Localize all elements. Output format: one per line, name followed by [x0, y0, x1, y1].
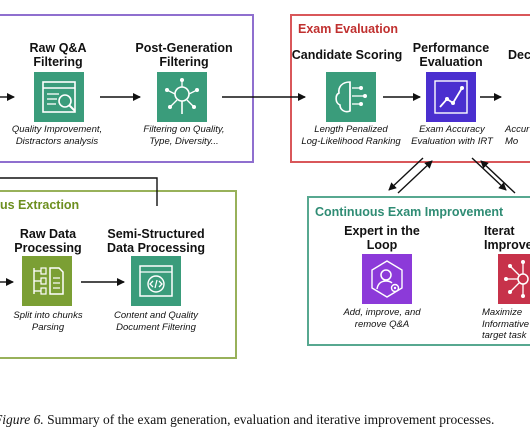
network-hub-icon	[498, 254, 530, 304]
raw-data-description: Split into chunks Parsing	[13, 310, 83, 333]
raw-qa-title: Raw Q&A Filtering	[29, 41, 87, 69]
post-gen-description: Filtering on Quality, Type, Diversity...	[143, 124, 225, 147]
raw-data-title: Raw Data Processing	[14, 227, 82, 255]
arrow-performance-to-iterative	[471, 157, 507, 191]
extraction-title: us Extraction	[0, 198, 80, 212]
generation-panel	[0, 14, 254, 163]
figure-label: Figure 6.	[0, 412, 44, 427]
semi-structured-description: Content and Quality Document Filtering	[114, 310, 198, 333]
raw-qa-description: Quality Improvement, Distractors analysi…	[11, 124, 103, 147]
candidate-scoring-description: Length Penalized Log-Likelihood Ranking	[301, 124, 401, 147]
decision-title: Deci	[508, 48, 530, 62]
candidate-scoring-title: Candidate Scoring	[291, 48, 403, 62]
code-window-icon	[131, 256, 181, 306]
arrow-expert-to-performance	[397, 160, 433, 194]
extraction-panel: us Extraction	[0, 190, 237, 359]
performance-evaluation-description: Exam Accuracy Evaluation with IRT	[411, 124, 493, 147]
improvement-title: Continuous Exam Improvement	[315, 205, 504, 219]
line-chart-icon	[426, 72, 476, 122]
post-gen-title: Post-Generation Filtering	[135, 41, 233, 69]
arrow-extraction-to-generation	[0, 177, 158, 206]
performance-evaluation-title: Performance Evaluation	[412, 41, 490, 69]
iterative-improvement-description: Maximize Informative target task	[482, 307, 529, 341]
expert-in-the-loop-title: Expert in the Loop	[344, 224, 420, 252]
user-gear-icon	[362, 254, 412, 304]
funnel-network-icon	[157, 72, 207, 122]
expert-in-the-loop-description: Add, improve, and remove Q&A	[343, 307, 421, 330]
decision-description: Accur Mo	[505, 124, 530, 147]
iterative-improvement-title: Iterat Improve	[484, 224, 530, 252]
arrow-performance-to-expert	[388, 157, 424, 191]
exam-evaluation-panel: Exam Evaluation	[290, 14, 530, 163]
figure-caption-text: Summary of the exam generation, evaluati…	[43, 412, 495, 427]
document-split-icon	[22, 256, 72, 306]
improvement-panel: Continuous Exam Improvement	[307, 196, 530, 346]
semi-structured-title: Semi-Structured Data Processing	[107, 227, 205, 255]
arrow-iterative-to-performance	[480, 160, 516, 194]
brain-circuit-icon	[326, 72, 376, 122]
figure-caption: Figure 6. Summary of the exam generation…	[0, 412, 494, 428]
document-magnifier-icon	[34, 72, 84, 122]
exam-evaluation-title: Exam Evaluation	[298, 22, 399, 36]
